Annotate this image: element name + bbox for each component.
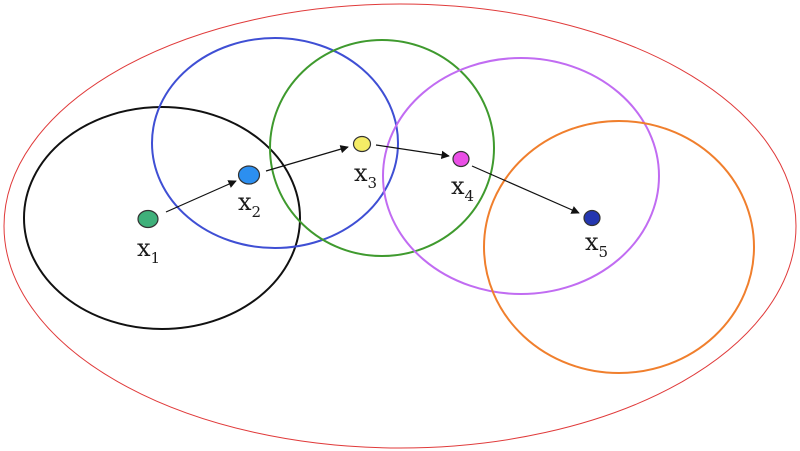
point-x3	[352, 135, 372, 153]
neighborhood-circle-4	[382, 57, 660, 295]
point-x4	[452, 150, 470, 168]
label-x2: x2	[238, 188, 261, 221]
outer-boundary-ellipse	[3, 3, 797, 449]
point-x1	[137, 209, 159, 229]
label-x4: x4	[451, 172, 474, 205]
point-x5	[583, 209, 601, 227]
neighborhood-circle-1	[23, 106, 301, 330]
point-x2	[237, 165, 261, 185]
neighborhood-circle-3	[269, 39, 495, 257]
neighborhood-circle-2	[151, 37, 399, 249]
label-x3: x3	[354, 159, 377, 192]
arrow-x1-to-x2	[165, 180, 237, 213]
label-x5: x5	[585, 228, 608, 261]
arrow-x4-to-x5	[471, 165, 580, 214]
arrow-x3-to-x4	[375, 144, 450, 160]
label-x1: x1	[137, 234, 160, 267]
neighborhood-circle-5	[483, 120, 755, 374]
arrow-x2-to-x3	[265, 145, 349, 172]
